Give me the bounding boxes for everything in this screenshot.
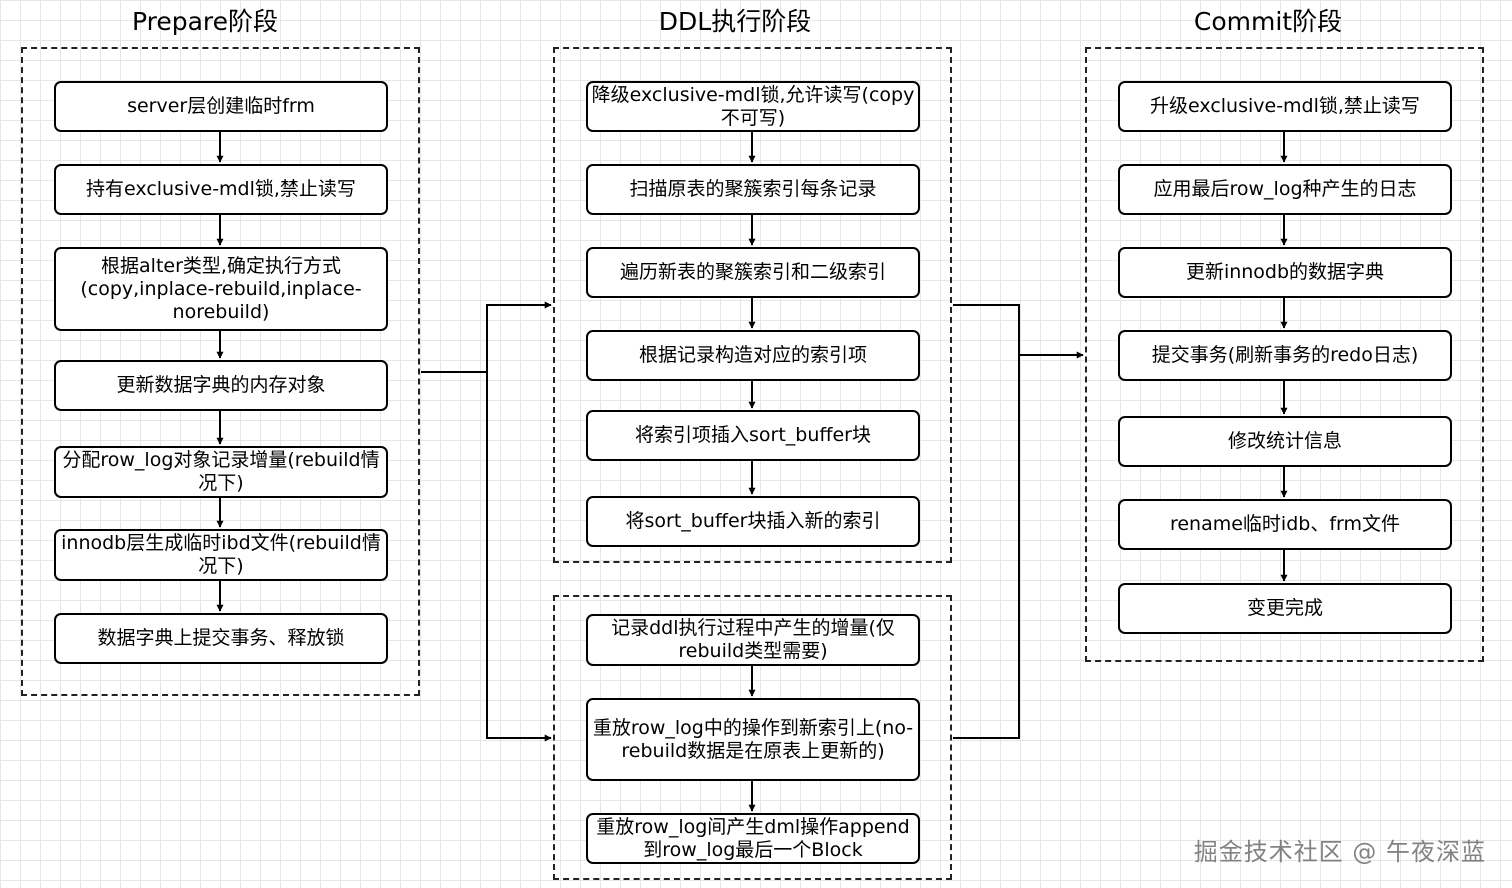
ddl-step-4-label: 根据记录构造对应的索引项 <box>638 344 867 366</box>
log-step-1: 记录ddl执行过程中产生的增量(仅rebuild类型需要) <box>586 614 920 666</box>
watermark: 掘金技术社区 @ 午夜深蓝 <box>1193 838 1486 866</box>
ddl-step-1: 降级exclusive-mdl锁,允许读写(copy不可写) <box>586 81 920 132</box>
log-step-2-label: 重放row_log中的操作到新索引上(no-rebuild数据是在原表上更新的) <box>592 716 914 762</box>
prepare-step-4-label: 更新数据字典的内存对象 <box>116 374 326 396</box>
prepare-step-2: 持有exclusive-mdl锁,禁止读写 <box>54 164 388 215</box>
commit-step-5-label: 修改统计信息 <box>1227 430 1342 452</box>
ddl-step-6-label: 将sort_buffer块插入新的索引 <box>625 510 881 532</box>
ddl-step-5: 将索引项插入sort_buffer块 <box>586 410 920 461</box>
commit-stage-title: Commit阶段 <box>1193 7 1343 36</box>
ddl-stage-group: 降级exclusive-mdl锁,允许读写(copy不可写) 扫描原表的聚簇索引… <box>553 47 952 563</box>
commit-step-6: rename临时idb、frm文件 <box>1118 499 1452 550</box>
prepare-step-1-label: server层创建临时frm <box>127 95 315 117</box>
commit-stage-group: 升级exclusive-mdl锁,禁止读写 应用最后row_log种产生的日志 … <box>1085 47 1484 662</box>
log-step-3-label: 重放row_log间产生dml操作append到row_log最后一个Block <box>596 815 910 861</box>
ddl-step-2-label: 扫描原表的聚簇索引每条记录 <box>629 178 877 200</box>
prepare-step-2-label: 持有exclusive-mdl锁,禁止读写 <box>86 178 356 200</box>
log-step-1-label: 记录ddl执行过程中产生的增量(仅rebuild类型需要) <box>611 617 895 662</box>
ddl-step-1-label: 降级exclusive-mdl锁,允许读写(copy不可写) <box>591 83 915 129</box>
commit-step-3: 更新innodb的数据字典 <box>1118 247 1452 298</box>
ddl-step-3: 遍历新表的聚簇索引和二级索引 <box>586 247 920 298</box>
prepare-to-log-connector <box>486 372 552 742</box>
commit-step-7: 变更完成 <box>1118 583 1452 634</box>
commit-step-1-label: 升级exclusive-mdl锁,禁止读写 <box>1150 95 1420 117</box>
commit-step-6-label: rename临时idb、frm文件 <box>1169 513 1401 535</box>
log-step-3: 重放row_log间产生dml操作append到row_log最后一个Block <box>586 813 920 864</box>
ddl-stage-title: DDL执行阶段 <box>658 7 812 36</box>
ddl-step-4: 根据记录构造对应的索引项 <box>586 330 920 381</box>
commit-step-4-label: 提交事务(刷新事务的redo日志) <box>1151 344 1419 366</box>
prepare-stage-title: Prepare阶段 <box>131 7 279 36</box>
commit-step-4: 提交事务(刷新事务的redo日志) <box>1118 330 1452 381</box>
ddl-step-6: 将sort_buffer块插入新的索引 <box>586 496 920 547</box>
commit-step-2-label: 应用最后row_log种产生的日志 <box>1153 178 1417 200</box>
prepare-step-6: innodb层生成临时ibd文件(rebuild情况下) <box>54 529 388 581</box>
commit-step-3-label: 更新innodb的数据字典 <box>1185 261 1385 283</box>
row-log-group: 记录ddl执行过程中产生的增量(仅rebuild类型需要) 重放row_log中… <box>553 595 952 880</box>
prepare-step-3: 根据alter类型,确定执行方式(copy,inplace-rebuild,in… <box>54 247 388 331</box>
commit-step-2: 应用最后row_log种产生的日志 <box>1118 164 1452 215</box>
prepare-step-5: 分配row_log对象记录增量(rebuild情况下) <box>54 446 388 498</box>
ddl-step-5-label: 将索引项插入sort_buffer块 <box>635 424 871 446</box>
prepare-step-5-label: 分配row_log对象记录增量(rebuild情况下) <box>62 449 380 494</box>
commit-step-5: 修改统计信息 <box>1118 416 1452 467</box>
prepare-step-7-label: 数据字典上提交事务、释放锁 <box>97 627 345 649</box>
ddl-step-3-label: 遍历新表的聚簇索引和二级索引 <box>619 261 886 283</box>
prepare-step-1: server层创建临时frm <box>54 81 388 132</box>
prepare-step-6-label: innodb层生成临时ibd文件(rebuild情况下) <box>61 532 381 577</box>
ddl-to-commit-connector <box>953 304 1020 739</box>
prepare-step-7: 数据字典上提交事务、释放锁 <box>54 613 388 664</box>
prepare-to-ddl-connector <box>421 301 552 373</box>
prepare-step-4: 更新数据字典的内存对象 <box>54 360 388 411</box>
commit-step-7-label: 变更完成 <box>1246 597 1323 619</box>
ddl-step-2: 扫描原表的聚簇索引每条记录 <box>586 164 920 215</box>
prepare-stage-group: server层创建临时frm 持有exclusive-mdl锁,禁止读写 根据a… <box>21 47 420 696</box>
commit-step-1: 升级exclusive-mdl锁,禁止读写 <box>1118 81 1452 132</box>
log-step-2: 重放row_log中的操作到新索引上(no-rebuild数据是在原表上更新的) <box>586 698 920 781</box>
prepare-step-3-label: 根据alter类型,确定执行方式(copy,inplace-rebuild,in… <box>80 254 362 323</box>
